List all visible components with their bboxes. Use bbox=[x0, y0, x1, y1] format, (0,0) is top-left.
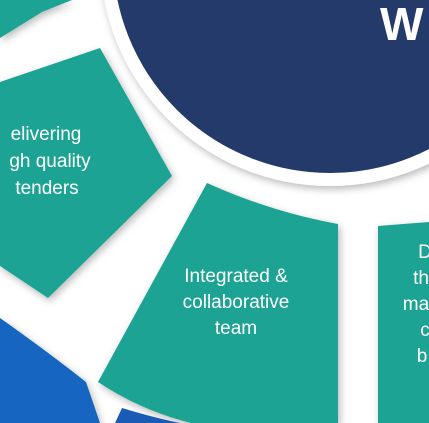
right-line-5: b bbox=[417, 346, 428, 367]
right-line-3: ma bbox=[403, 294, 429, 315]
right-line-2: th bbox=[413, 268, 429, 289]
segment-integrated-collaborative-team bbox=[98, 183, 338, 423]
hub-circle bbox=[115, 0, 429, 175]
right-line-4: c bbox=[420, 320, 429, 341]
segment-integrated-label: Integrated & collaborative team bbox=[183, 266, 290, 339]
outer-ring-left bbox=[0, 318, 100, 423]
segment-top-left bbox=[0, 0, 72, 38]
delivering-line-2: gh quality bbox=[9, 151, 91, 172]
delivering-line-3: tenders bbox=[15, 178, 78, 199]
segment-delivering-high-quality-tenders bbox=[0, 48, 172, 298]
delivering-line-1: elivering bbox=[11, 124, 82, 145]
integrated-line-3: team bbox=[215, 318, 257, 339]
segment-right-label: D th ma c b bbox=[403, 242, 429, 367]
right-line-1: D bbox=[418, 242, 429, 263]
outer-ring-bottom bbox=[115, 408, 180, 423]
integrated-line-2: collaborative bbox=[183, 292, 290, 313]
segment-right bbox=[378, 222, 429, 423]
segment-delivering-label: elivering gh quality tenders bbox=[9, 124, 91, 199]
integrated-line-1: Integrated & bbox=[184, 266, 288, 287]
hub-title: W bbox=[380, 0, 424, 50]
